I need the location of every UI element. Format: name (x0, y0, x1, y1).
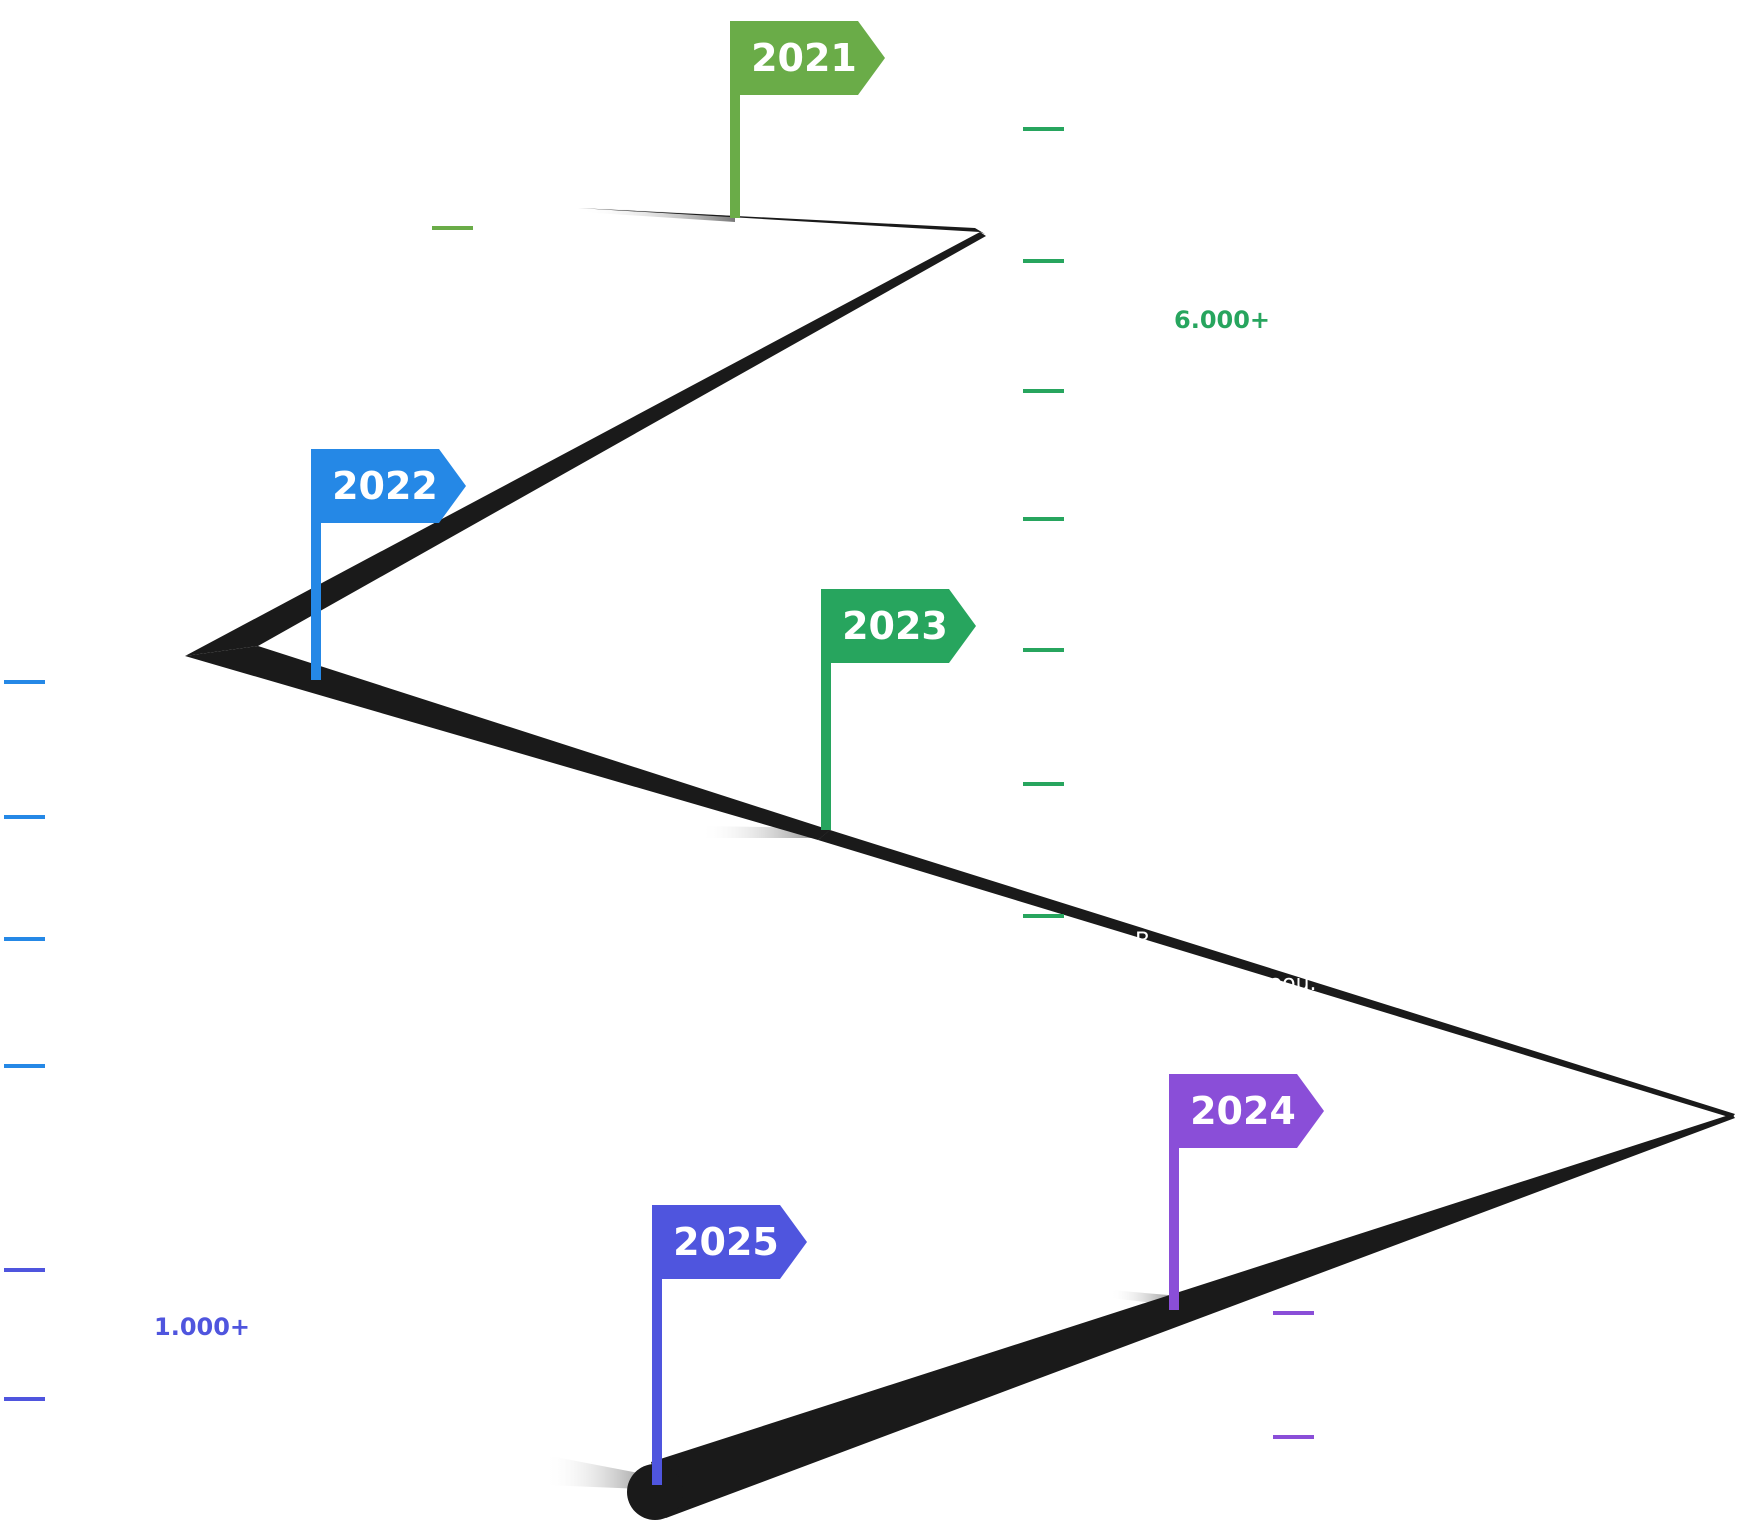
flag-2023: 2023 (821, 589, 976, 830)
tick-mark (1023, 517, 1064, 521)
tick-mark (1023, 914, 1064, 918)
flag-pole (821, 589, 831, 830)
flag-banner (652, 1205, 807, 1279)
stat-value-6000: 6.000+ (1174, 306, 1271, 334)
flag-banner (311, 449, 466, 523)
tick-marks (4, 127, 1314, 1439)
flag-pole (311, 449, 321, 680)
flag-year-label: 2022 (332, 464, 438, 508)
tick-mark (1023, 259, 1064, 263)
tick-mark (1023, 389, 1064, 393)
tick-mark (432, 226, 473, 230)
flag-banner (821, 589, 976, 663)
zigzag-path (185, 208, 1735, 1520)
flag-year-label: 2024 (1190, 1089, 1296, 1133)
tick-mark (1273, 1311, 1314, 1315)
flag-year-label: 2023 (842, 604, 948, 648)
path-overlay-text: B (1135, 929, 1150, 954)
milestone-flags: 2021 2022 2023 2024 2025 (311, 21, 1324, 1485)
flag-pole (730, 21, 740, 218)
path-segment (818, 830, 1735, 1118)
flag-banner (730, 21, 885, 95)
tick-mark (1273, 1435, 1314, 1439)
path-endpoint (627, 1464, 683, 1520)
flag-2022: 2022 (311, 449, 466, 680)
path-segment (185, 232, 986, 656)
tick-mark (1023, 127, 1064, 131)
tick-mark (4, 1268, 45, 1272)
stat-value-1000: 1.000+ (154, 1313, 251, 1341)
tick-mark (4, 937, 45, 941)
tick-mark (4, 1064, 45, 1068)
path-segment (651, 1114, 1735, 1518)
flag-2021: 2021 (730, 21, 885, 218)
flag-pole (1169, 1074, 1179, 1310)
path-segment (185, 646, 830, 840)
flag-2024: 2024 (1169, 1074, 1324, 1310)
tick-mark (1023, 782, 1064, 786)
path-overlay-text: croou. (1248, 971, 1317, 996)
flag-pole (652, 1205, 662, 1485)
flag-year-label: 2021 (751, 36, 857, 80)
tick-mark (4, 680, 45, 684)
flag-2025: 2025 (652, 1205, 807, 1485)
tick-mark (4, 1397, 45, 1401)
tick-mark (4, 815, 45, 819)
flag-year-label: 2025 (673, 1220, 779, 1264)
flag-banner (1169, 1074, 1324, 1148)
tick-mark (1023, 648, 1064, 652)
